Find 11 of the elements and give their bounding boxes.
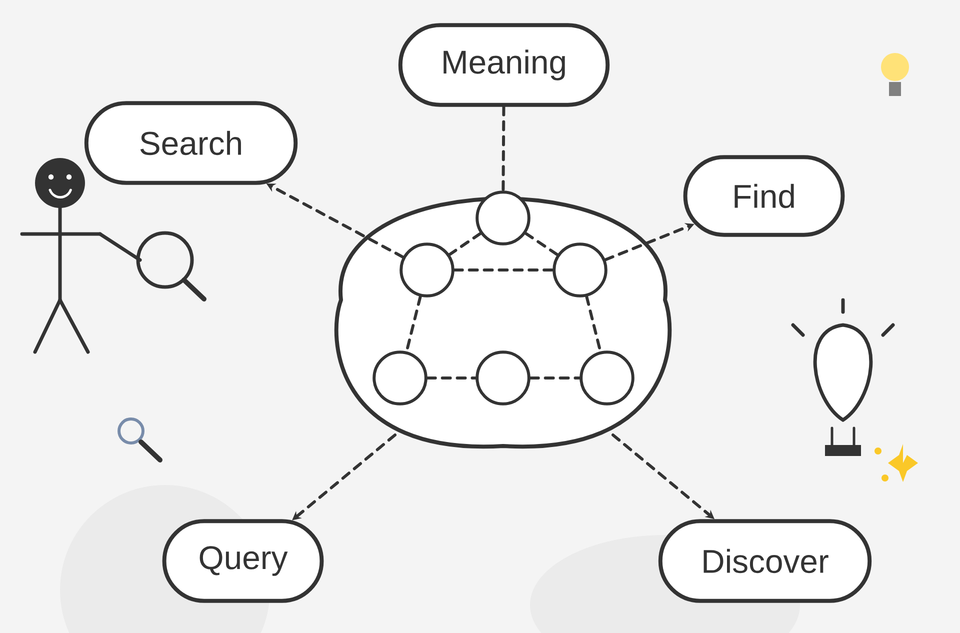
circle: [372, 350, 428, 406]
pill-box: Query: [162, 519, 324, 603]
pill-box: Meaning: [398, 23, 610, 107]
pill-box: Discover: [658, 519, 872, 603]
circle: [476, 350, 530, 406]
pill-box: Search: [84, 101, 298, 185]
circle: [476, 190, 530, 246]
circle: [400, 242, 454, 298]
circle: [580, 350, 634, 406]
circle: [552, 242, 608, 298]
pill-box: Find: [683, 155, 845, 237]
